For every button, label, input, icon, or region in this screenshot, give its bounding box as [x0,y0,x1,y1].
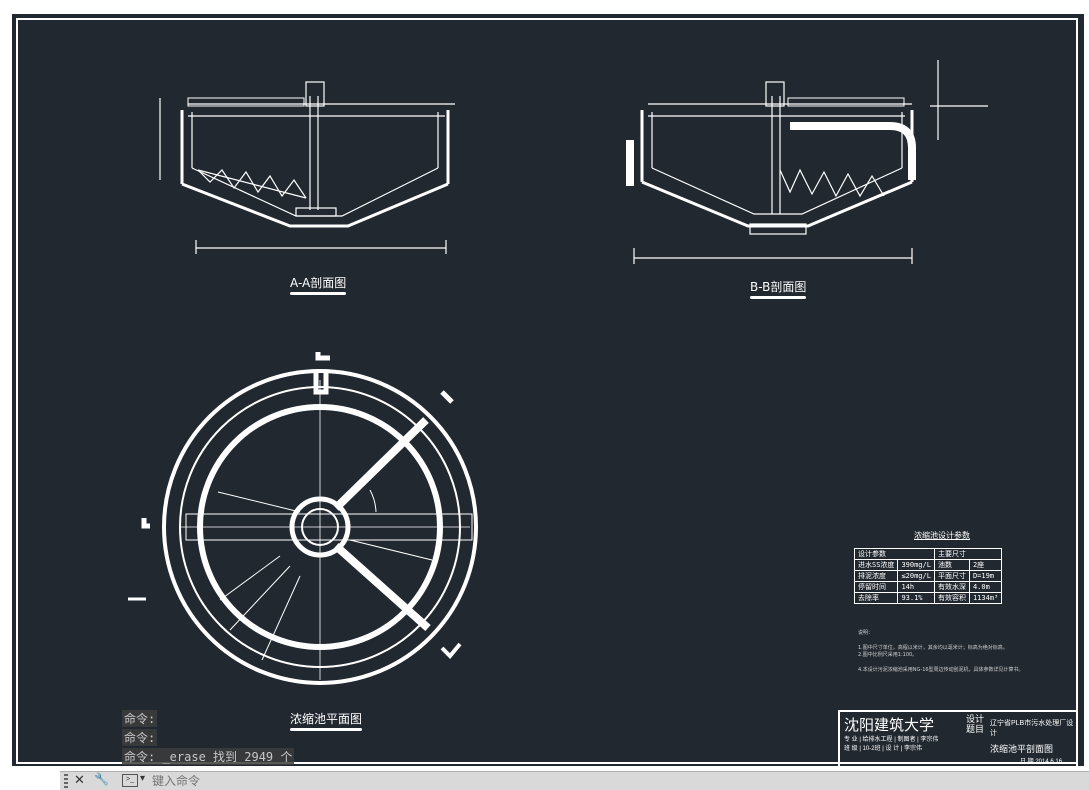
table-cell: 1134m³ [968,592,1003,604]
command-bar: ✕ 🔧 >_ ▾ [60,771,1089,790]
date-label: 日 期 [1020,759,1034,765]
project-name: 辽宁省PLB市污水处理厂设计 [990,720,1074,737]
command-input[interactable] [152,773,752,788]
drag-grip-icon[interactable] [64,774,68,788]
table-cell: 排泥浓度 [853,570,899,582]
table-cell: 池数 [933,559,970,571]
table-row: 停留时间 14h 有效水深 4.0m [853,581,1003,593]
section-b-title: B-B剖面图 [750,278,806,299]
drawing-name: 浓缩池平剖面图 [990,744,1054,754]
plan-view-title: 浓缩池平面图 [290,710,362,731]
design-label: 设计题目 [966,714,985,734]
params-table: 设计参数 主要尺寸 进水SS浓度 390mg/L 池数 2座 排泥浓度 ≤20m… [853,548,1003,604]
date-value: 2014.6.16 [1035,759,1063,765]
section-a-drawing [159,81,455,254]
command-history: 命令: 命令: 命令: _erase 找到 2949 个 [122,710,295,767]
table-row: 去除率 93.1% 有效容积 1134m³ [853,592,1003,604]
section-a-title: A-A剖面图 [290,274,346,295]
params-header-design: 设计参数 [854,548,935,560]
params-header-dims: 主要尺寸 [933,548,1003,560]
notes-heading: 说明： [858,630,874,636]
note-line: 4.本设计污泥浓缩池采用NG-16型周边传动刮泥机，具体参数详见计算书。 [858,667,1024,673]
section-b-drawing [626,60,988,264]
table-cell: 390mg/L [897,559,935,571]
title-block-row: 专 业 | 给排水工程 | 制图者 | 李宗伟 [844,737,939,743]
table-cell: 去除率 [853,592,899,604]
table-cell: 停留时间 [853,581,899,593]
plan-view-drawing [128,352,478,685]
wrench-icon[interactable]: 🔧 [94,772,109,786]
command-history-line: 命令: _erase 找到 2949 个 [122,748,295,765]
table-cell: 进水SS浓度 [853,559,899,571]
title-block: 沈阳建筑大学 设计题目 辽宁省PLB市污水处理厂设计 浓缩池平剖面图 专 业 |… [838,710,1078,768]
table-cell: 93.1% [897,592,935,604]
command-history-line: 命令: [122,710,158,727]
note-line: 1.图中尺寸单位，高程以米计，其余均以毫米计；标高为绝对标高。 [858,645,1008,651]
close-icon[interactable]: ✕ [74,772,85,787]
table-row: 排泥浓度 ≤20mg/L 平面尺寸 D=19m [853,570,1003,582]
design-notes: 说明： 1.图中尺寸单位，高程以米计，其余均以毫米计；标高为绝对标高。 2.图中… [858,630,1048,674]
chevron-down-icon[interactable]: ▾ [140,773,146,784]
table-row: 进水SS浓度 390mg/L 池数 2座 [853,559,1003,571]
table-cell: ≤20mg/L [897,570,935,582]
table-cell: 有效容积 [933,592,970,604]
title-block-row: 班 级 | 10-2班 | 设 计 | 李宗伟 [844,746,923,752]
table-cell: D=19m [968,570,1003,582]
table-cell: 14h [897,581,935,593]
table-cell: 4.0m [968,581,1003,593]
table-cell: 2座 [968,559,1003,571]
note-line: 2.图中比例尺采用1:100。 [858,652,918,658]
drawing-canvas[interactable] [12,14,1084,766]
school-name: 沈阳建筑大学 [844,716,935,734]
table-cell: 有效水深 [933,581,970,593]
command-history-line: 命令: [122,729,158,746]
params-table-title: 浓缩池设计参数 [914,531,970,540]
command-prompt-icon[interactable]: >_ [122,774,138,787]
title-block-rows: 专 业 | 给排水工程 | 制图者 | 李宗伟 班 级 | 10-2班 | 设 … [844,736,938,754]
title-block-date: 日 期 2014.6.16 [1020,756,1062,765]
table-cell: 平面尺寸 [933,570,970,582]
